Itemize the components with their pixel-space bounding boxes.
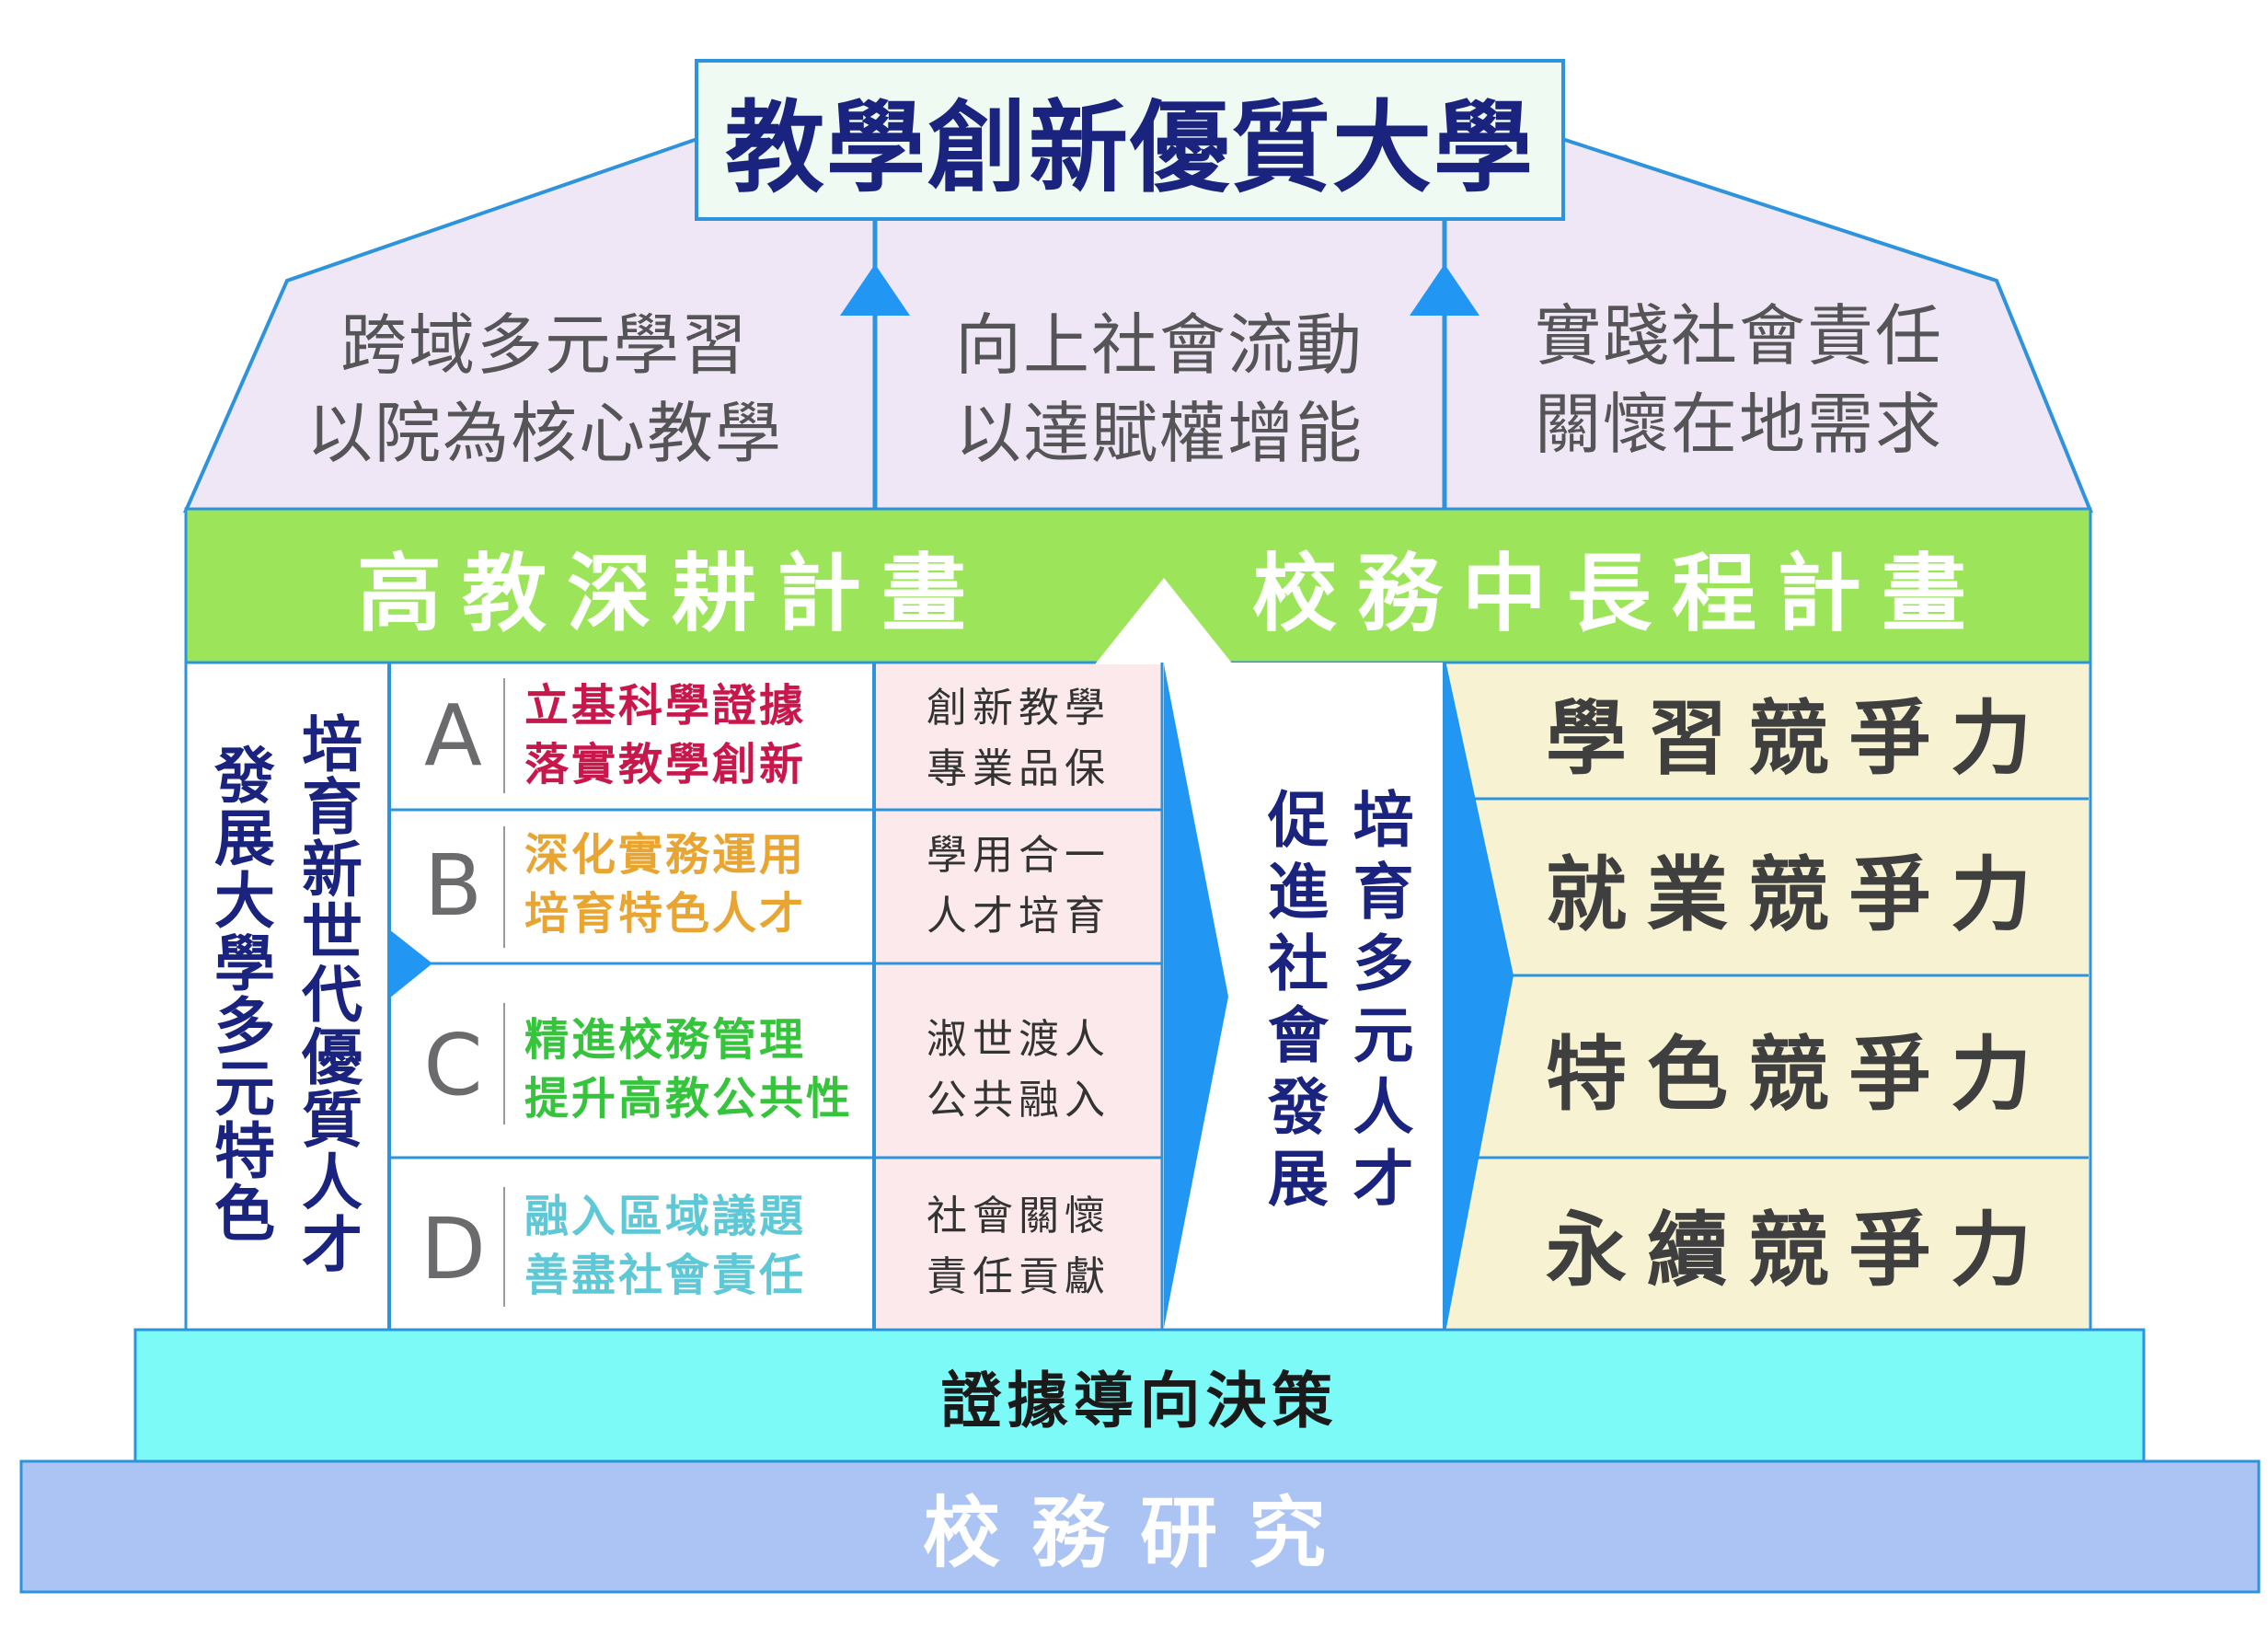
center-triangle-icon [1095, 578, 1233, 664]
strategy-c-goal: 精進校務管理 提升高教公共性 [524, 1010, 865, 1128]
arrow-up-left-icon [840, 264, 910, 316]
roof-left-line-2: 以院為核心教學 [305, 395, 783, 472]
competitiveness-1: 學習競爭力 [1545, 690, 2052, 786]
center-column-right: 培育多元人才 [1342, 788, 1414, 1218]
strategy-d-sub: 社會關懷 責任貢獻 [876, 1182, 1161, 1311]
competitiveness-2: 就業競爭力 [1545, 847, 2052, 942]
roof-middle-line-1: 向上社會流動 [954, 306, 1364, 384]
competitiveness-column [1446, 664, 2089, 1328]
strategy-a-sub: 創新教學 專業品保 [876, 676, 1161, 801]
strategy-a-sub-line-1: 創新教學 [927, 684, 1111, 732]
roof-left-line-1: 跨域多元學習 [340, 306, 749, 384]
left-column-outer-wrap: 發展大學多元特色 [198, 699, 281, 1288]
left-column-inner: 培育新世代優質人才 [292, 712, 363, 1275]
center-column-left-wrap: 促進社會發展 [1251, 773, 1334, 1233]
strategy-c-letter: C [423, 1016, 483, 1114]
strategy-d-sub-line-1: 社會關懷 [927, 1193, 1111, 1240]
arrow-right-small-icon [389, 929, 432, 998]
strategy-a-goal-line-2: 落實教學創新 [524, 739, 807, 790]
sub-column [876, 664, 1161, 1328]
strategy-c-sub-line-2: 公共融入 [927, 1076, 1111, 1124]
page-title: 教學創新優質大學 [695, 59, 1565, 221]
band-right-label: 校務中長程計畫 [1252, 545, 1987, 643]
base-step-top [133, 1328, 2146, 1463]
strategy-c-sub-line-1: 淑世渡人 [927, 1015, 1111, 1063]
competitiveness-3: 特色競爭力 [1545, 1026, 2052, 1122]
roof-middle-text: 向上社會流動 以達賦權增能 [883, 302, 1435, 477]
strategy-a-letter: A [424, 686, 482, 785]
strategy-b-letter: B [423, 836, 483, 935]
arrow-right-large-icon-1 [1164, 664, 1228, 1328]
strategy-c-sub: 淑世渡人 公共融入 [876, 998, 1161, 1141]
left-column-inner-wrap: 培育新世代優質人才 [281, 699, 373, 1288]
strategy-b-sub: 學用合一 人才培育 [876, 822, 1161, 951]
strategy-a-goal-line-1: 立基科學證據 [524, 680, 807, 732]
arrow-right-large-icon-2 [1446, 664, 1514, 1328]
roof-right-text: 實踐社會責任 關懷在地需求 [1463, 293, 2015, 467]
strategy-b-sub-line-2: 人才培育 [927, 893, 1111, 940]
left-column-outer: 發展大學多元特色 [204, 744, 275, 1244]
base-step-bottom [19, 1459, 2261, 1594]
strategy-d-sub-line-2: 責任貢獻 [927, 1253, 1111, 1300]
center-column-right-wrap: 培育多元人才 [1334, 773, 1422, 1233]
strategy-c-goal-line-2: 提升高教公共性 [524, 1073, 854, 1124]
roof-middle-line-2: 以達賦權增能 [954, 395, 1364, 472]
strategy-d-goal-line-2: 善盡社會責任 [524, 1250, 807, 1301]
strategy-d-goal: 融入區域議題 善盡社會責任 [524, 1187, 865, 1305]
arrow-up-right-icon [1410, 264, 1479, 316]
roof-right-line-1: 實踐社會責任 [1534, 297, 1943, 375]
band-left-label: 高教深耕計畫 [356, 545, 986, 643]
strategy-a-goal: 立基科學證據 落實教學創新 [524, 676, 865, 794]
strategy-b-sub-line-1: 學用合一 [927, 832, 1111, 879]
roof-right-line-2: 關懷在地需求 [1534, 386, 1943, 463]
strategy-d-letter: D [420, 1200, 486, 1298]
center-column-left: 促進社會發展 [1258, 788, 1329, 1218]
strategy-a-sub-line-2: 專業品保 [927, 744, 1111, 792]
base-bottom-label: 校務研究 [922, 1487, 1357, 1578]
strategy-d-goal-line-1: 融入區域議題 [524, 1191, 807, 1242]
strategy-b-goal: 深化實務運用 培育特色人才 [524, 825, 865, 943]
strategy-b-goal-line-1: 深化實務運用 [524, 829, 807, 881]
roof-left-text: 跨域多元學習 以院為核心教學 [287, 302, 802, 477]
strategy-c-goal-line-1: 精進校務管理 [524, 1014, 807, 1066]
strategy-b-goal-line-2: 培育特色人才 [524, 888, 807, 940]
competitiveness-4: 永續競爭力 [1545, 1203, 2052, 1297]
base-top-label: 證據導向決策 [940, 1365, 1339, 1436]
